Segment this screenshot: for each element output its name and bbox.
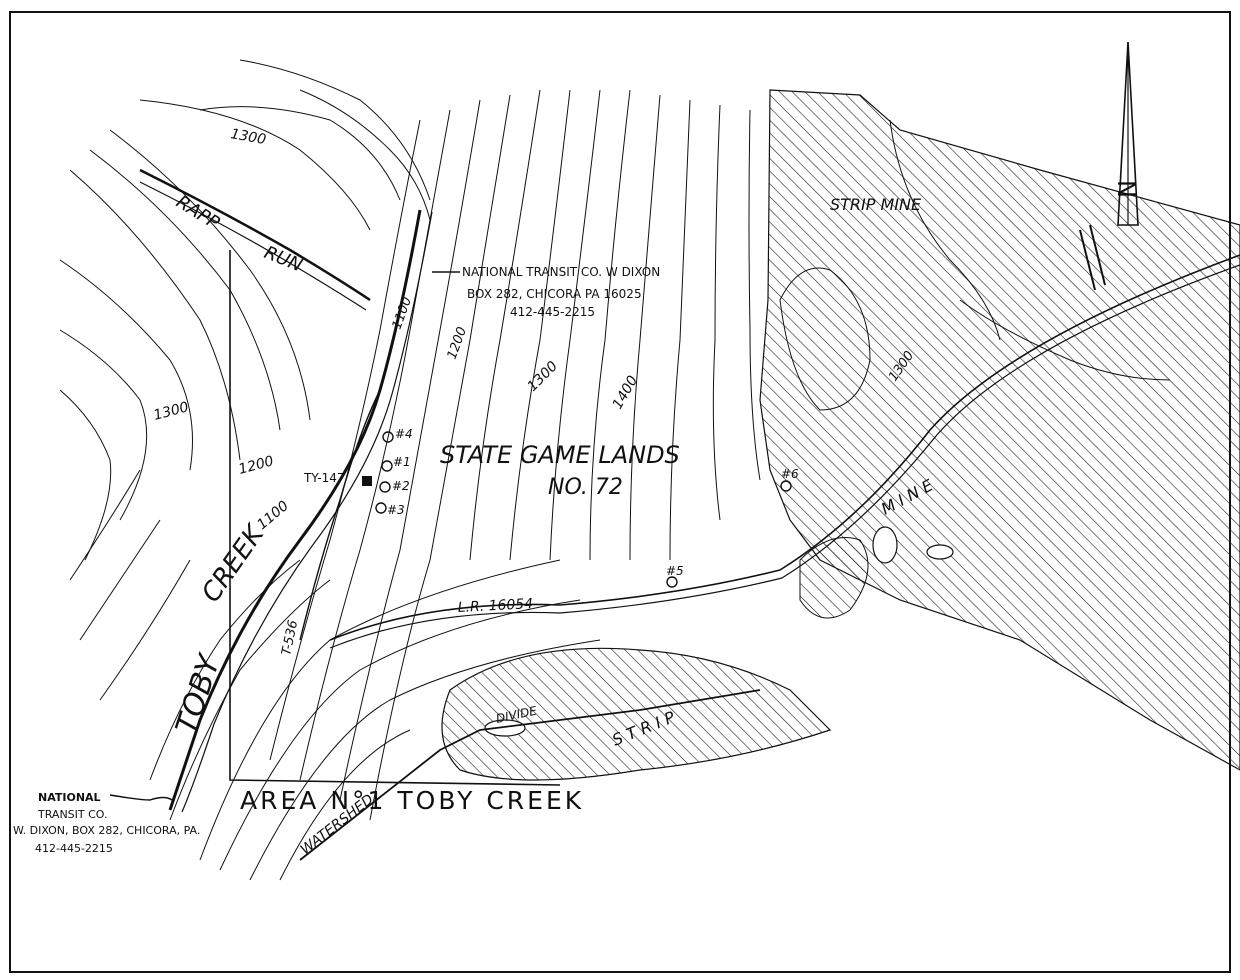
well-markers bbox=[362, 431, 792, 588]
bottom-note: NATIONAL TRANSIT CO. W. DIXON, BOX 282, … bbox=[13, 791, 200, 855]
game-lands-number-label: NO. 72 bbox=[548, 475, 623, 500]
svg-text:NATIONAL TRANSIT CO. W DIXON: NATIONAL TRANSIT CO. W DIXON bbox=[462, 265, 660, 279]
svg-text:W. DIXON, BOX 282, CHICORA, PA: W. DIXON, BOX 282, CHICORA, PA. bbox=[13, 824, 200, 837]
svg-text:#5: #5 bbox=[666, 564, 684, 578]
rapp-run-stream bbox=[139, 168, 371, 302]
streams bbox=[139, 168, 433, 813]
toby-creek-stream bbox=[168, 209, 422, 811]
road-t536-label: T-536 bbox=[279, 619, 301, 657]
game-lands-label: STATE GAME LANDS bbox=[440, 441, 680, 469]
svg-text:412-445-2215: 412-445-2215 bbox=[35, 842, 113, 855]
rapp-run-label-2: RUN bbox=[261, 242, 305, 276]
svg-text:#6: #6 bbox=[781, 467, 799, 481]
svg-text:#3: #3 bbox=[387, 503, 405, 517]
top-note: NATIONAL TRANSIT CO. W DIXON BOX 282, CH… bbox=[432, 265, 660, 319]
svg-text:1400: 1400 bbox=[610, 373, 642, 412]
north-label: N bbox=[1112, 180, 1140, 198]
svg-text:1300: 1300 bbox=[229, 126, 267, 148]
svg-text:412-445-2215: 412-445-2215 bbox=[510, 305, 595, 319]
strip-mine-label: STRIP MINE bbox=[830, 195, 922, 214]
svg-text:TRANSIT CO.: TRANSIT CO. bbox=[37, 808, 108, 821]
svg-text:1200: 1200 bbox=[445, 325, 470, 361]
rapp-run-label-1: RAPP bbox=[172, 191, 223, 234]
svg-text:NATIONAL: NATIONAL bbox=[38, 791, 101, 804]
strip-mine-zone bbox=[441, 89, 1240, 781]
svg-text:BOX 282, CHICORA PA 16025: BOX 282, CHICORA PA 16025 bbox=[467, 287, 642, 301]
svg-text:1100: 1100 bbox=[254, 498, 292, 533]
watershed-divide-line bbox=[299, 689, 761, 861]
north-arrow: N bbox=[1112, 41, 1140, 226]
road-lr-label: L.R. 16054 bbox=[457, 596, 533, 616]
svg-text:1300: 1300 bbox=[152, 399, 191, 424]
toby-creek-label-1: TOBY bbox=[169, 649, 228, 739]
road-t536 bbox=[299, 389, 381, 641]
svg-text:#2: #2 bbox=[392, 479, 410, 493]
svg-text:1200: 1200 bbox=[237, 453, 276, 478]
svg-text:1300: 1300 bbox=[525, 358, 562, 395]
map-caption: AREA N°1 TOBY CREEK bbox=[240, 786, 585, 815]
ty-147-label: TY-147 bbox=[303, 471, 344, 485]
roads bbox=[229, 224, 1240, 786]
svg-text:#1: #1 bbox=[393, 455, 411, 469]
contour-lines bbox=[59, 59, 1171, 881]
svg-text:#4: #4 bbox=[395, 427, 413, 441]
well-labels: #4 #1 #2 #3 #5 #6 bbox=[387, 427, 799, 578]
road-lr bbox=[329, 254, 1240, 641]
